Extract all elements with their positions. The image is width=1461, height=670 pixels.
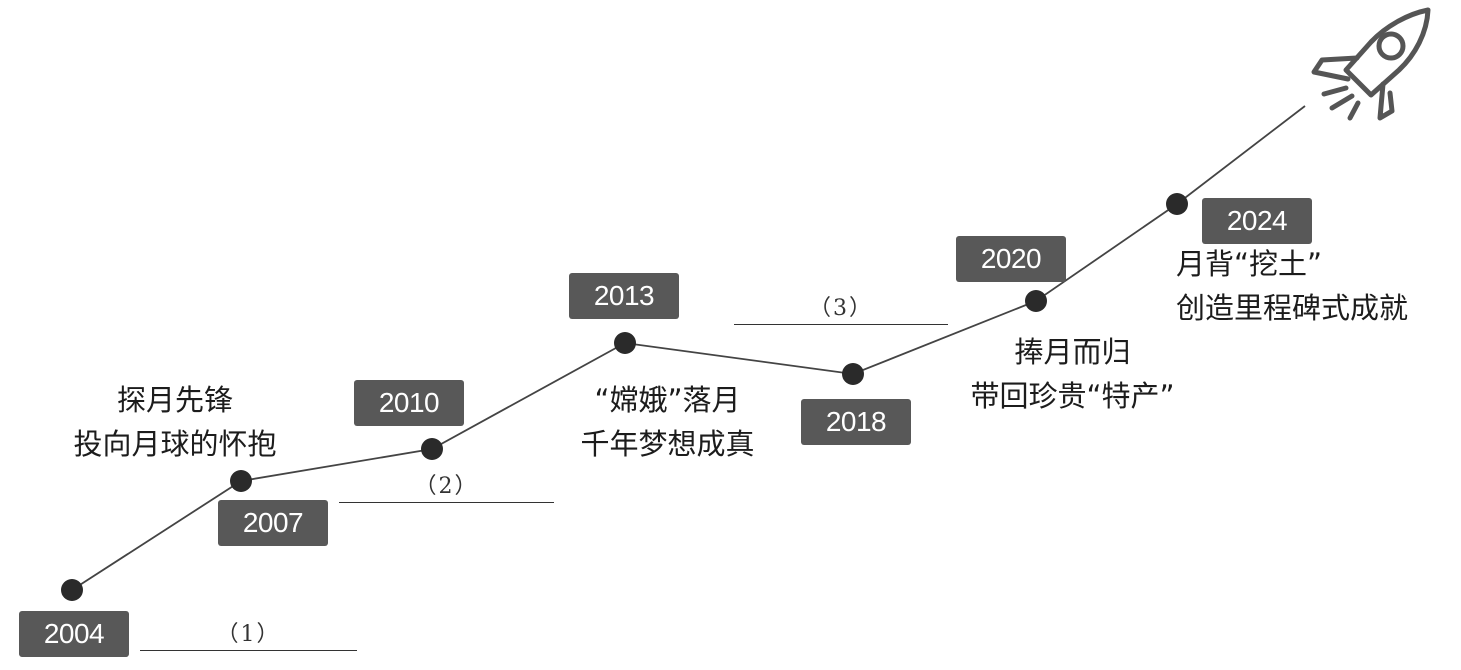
caption-2007-line1: 探月先锋 xyxy=(116,383,233,417)
year-badge-2013: 2013 xyxy=(569,273,679,319)
caption-2013: “嫦娥”落月 千年梦想成真 xyxy=(555,378,780,466)
answer-blank-2-label: （2） xyxy=(414,474,479,499)
milestone-dot-2007 xyxy=(230,470,252,492)
caption-2007-line2: 投向月球的怀抱 xyxy=(73,427,277,461)
year-badge-2024: 2024 xyxy=(1202,198,1312,244)
caption-2013-line1: “嫦娥”落月 xyxy=(594,383,741,417)
year-badge-2018: 2018 xyxy=(801,399,911,445)
answer-blank-2[interactable]: （2） xyxy=(339,472,554,503)
caption-2020-line2: 带回珍贵“特产” xyxy=(970,379,1175,413)
caption-2013-line2: 千年梦想成真 xyxy=(580,427,755,461)
rocket-icon xyxy=(1311,7,1431,121)
caption-2020-line1: 捧月而归 xyxy=(1014,335,1131,369)
caption-2024: 月背“挖土” 创造里程碑式成就 xyxy=(1176,242,1451,330)
milestone-dot-2013 xyxy=(614,332,636,354)
answer-blank-3[interactable]: （3） xyxy=(734,294,948,325)
answer-blank-3-label: （3） xyxy=(809,296,873,321)
timeline-path xyxy=(71,105,1306,591)
milestone-dot-2020 xyxy=(1025,290,1047,312)
caption-2007: 探月先锋 投向月球的怀抱 xyxy=(40,378,310,466)
milestone-dot-2024 xyxy=(1166,193,1188,215)
milestone-dot-2010 xyxy=(421,438,443,460)
milestone-dot-2004 xyxy=(61,579,83,601)
year-badge-2010: 2010 xyxy=(354,380,464,426)
year-badge-2007: 2007 xyxy=(218,500,328,546)
year-badge-2020: 2020 xyxy=(956,236,1066,282)
answer-blank-1-label: （1） xyxy=(216,622,281,647)
milestone-dot-2018 xyxy=(842,363,864,385)
year-badge-2004: 2004 xyxy=(19,611,129,657)
caption-2024-line1: 月背“挖土” xyxy=(1176,247,1323,281)
caption-2020: 捧月而归 带回珍贵“特产” xyxy=(935,330,1210,418)
answer-blank-1[interactable]: （1） xyxy=(140,620,357,651)
caption-2024-line2: 创造里程碑式成就 xyxy=(1176,291,1409,325)
